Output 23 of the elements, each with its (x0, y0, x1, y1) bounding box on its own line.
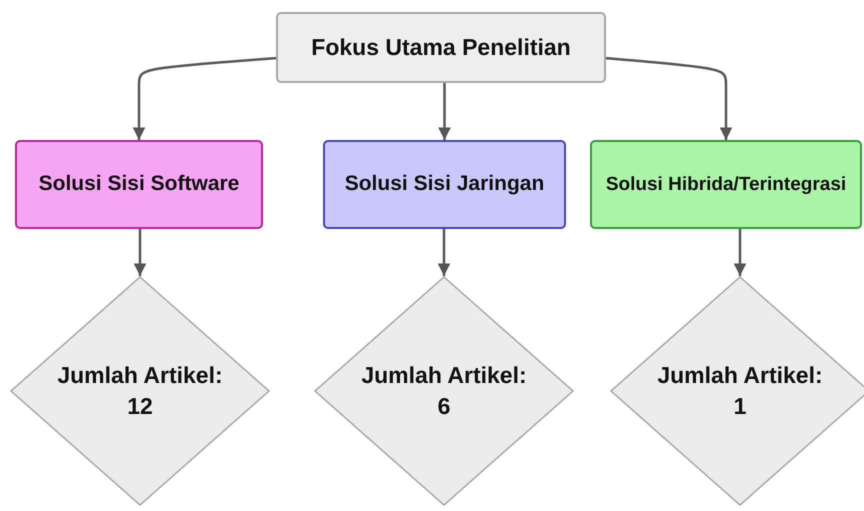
box-label: Solusi Sisi Jaringan (344, 171, 544, 198)
count-value: 6 (438, 392, 450, 421)
count-value: 1 (734, 392, 746, 421)
arrow (438, 83, 451, 140)
arrow (438, 229, 450, 276)
box-label: Solusi Sisi Software (38, 171, 240, 198)
arrow (132, 56, 276, 140)
count-diamond (10, 276, 270, 506)
count-diamond (610, 276, 864, 506)
count-value: 12 (127, 392, 153, 421)
count-label: Jumlah Artikel: (657, 360, 823, 390)
box-label: Fokus Utama Penelitian (311, 32, 571, 62)
category-box (590, 140, 862, 229)
category-box (323, 140, 566, 229)
arrow (734, 229, 746, 276)
count-label: Jumlah Artikel: (361, 360, 527, 390)
arrow (134, 229, 146, 276)
count-label: Jumlah Artikel: (57, 360, 223, 390)
category-box (15, 140, 263, 229)
topic-box (276, 12, 606, 83)
arrow (606, 56, 732, 140)
box-label: Solusi Hibrida/Terintegrasi (606, 172, 846, 197)
count-diamond (314, 276, 574, 506)
